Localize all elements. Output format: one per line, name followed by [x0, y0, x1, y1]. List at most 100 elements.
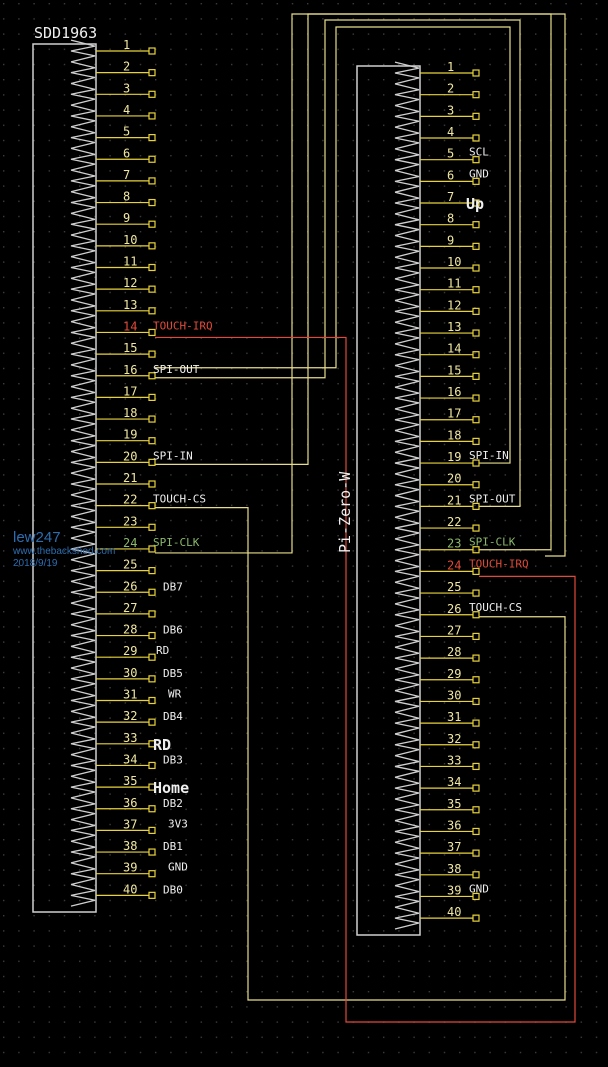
left-pin-9[interactable]: 9: [70, 211, 156, 236]
left-pin-4[interactable]: 4: [70, 103, 156, 128]
right-pin-36[interactable]: 36: [394, 818, 480, 843]
contact-symbol: [394, 863, 420, 887]
pin-number: 23: [447, 537, 461, 551]
left-pin-27[interactable]: 27: [70, 601, 156, 626]
left-pin-33[interactable]: 33: [70, 731, 156, 756]
left-pin-19[interactable]: 19: [70, 428, 156, 453]
pin-label: WR: [168, 688, 182, 701]
right-pin-2[interactable]: 2: [394, 82, 480, 107]
left-pin-13[interactable]: 13: [70, 298, 156, 323]
pin-pad: [148, 458, 156, 466]
right-pin-33[interactable]: 33: [394, 753, 480, 778]
left-pin-18[interactable]: 18: [70, 406, 156, 431]
right-pin-29[interactable]: 29: [394, 667, 480, 692]
right-pin-14[interactable]: 14: [394, 342, 480, 367]
left-pin-1[interactable]: 1: [70, 38, 156, 63]
right-pin-32[interactable]: 32: [394, 732, 480, 757]
pin-number: 22: [123, 493, 137, 507]
left-pin-25[interactable]: 25: [70, 558, 156, 583]
pin-pad: [148, 870, 156, 878]
right-pin-22[interactable]: 22: [394, 515, 480, 540]
left-pin-21[interactable]: 21: [70, 471, 156, 496]
contact-symbol: [70, 299, 96, 323]
right-pin-17[interactable]: 17: [394, 407, 480, 432]
left-pin-3[interactable]: 3: [70, 81, 156, 106]
right-pin-15[interactable]: 15: [394, 363, 480, 388]
pin-number: 5: [123, 125, 130, 139]
wire-spi-clk[interactable]: [155, 13, 552, 554]
left-pin-12[interactable]: 12: [70, 276, 156, 301]
right-pin-16[interactable]: 16: [394, 385, 480, 410]
right-pin-20[interactable]: 20: [394, 472, 480, 497]
left-pin-7[interactable]: 7: [70, 168, 156, 193]
left-pin-11[interactable]: 11: [70, 255, 156, 279]
contact-symbol: [70, 602, 96, 626]
right-pin-37[interactable]: 37: [394, 840, 480, 865]
wire-touch-cs[interactable]: [155, 507, 566, 1001]
right-pin-25[interactable]: 25: [394, 580, 480, 605]
left-pin-35[interactable]: 35: [70, 774, 156, 799]
pin-pad: [148, 610, 156, 618]
right-pin-13[interactable]: 13: [394, 320, 480, 345]
contact-symbol: [70, 82, 96, 106]
left-pin-8[interactable]: 8: [70, 190, 156, 215]
right-pin-38[interactable]: 38: [394, 862, 480, 887]
right-pin-11[interactable]: 11: [394, 277, 480, 302]
right-pin-28[interactable]: 28: [394, 645, 480, 670]
right-pin-27[interactable]: 27: [394, 623, 480, 648]
left-pin-17[interactable]: 17: [70, 384, 156, 409]
pin-number: 30: [123, 666, 137, 680]
right-pin-31[interactable]: 31: [394, 710, 480, 735]
right-pin-7[interactable]: 7: [394, 190, 480, 215]
right-pin-10[interactable]: 10: [394, 255, 480, 280]
right-pin-30[interactable]: 30: [394, 688, 480, 713]
wire-spi-in[interactable]: [155, 26, 511, 464]
left-pin-23[interactable]: 23: [70, 514, 156, 539]
right-pin-40[interactable]: 40: [394, 905, 480, 930]
right-pin-4[interactable]: 4: [394, 125, 480, 150]
right-pin-9[interactable]: 9: [394, 233, 480, 258]
left-pin-15[interactable]: 15: [70, 341, 156, 366]
left-pin-2[interactable]: 2: [70, 60, 156, 85]
contact-symbol: [70, 537, 96, 561]
left-pin-5[interactable]: 5: [70, 125, 156, 150]
wire-touch-irq[interactable]: [155, 336, 576, 1023]
pin-label: 3V3: [168, 817, 188, 830]
right-pin-34[interactable]: 34: [394, 775, 480, 800]
wire-spi-out[interactable]: [155, 19, 521, 507]
right-pin-12[interactable]: 12: [394, 298, 480, 323]
right-pin-8[interactable]: 8: [394, 212, 480, 237]
right-pin-1[interactable]: 1: [394, 60, 480, 85]
left-pin-6[interactable]: 6: [70, 146, 156, 171]
right-pin-18[interactable]: 18: [394, 428, 480, 453]
left-pin-10[interactable]: 10: [70, 233, 156, 258]
right-pin-35[interactable]: 35: [394, 797, 480, 822]
pin-label: DB1: [163, 840, 183, 853]
right-pin-3[interactable]: 3: [394, 103, 480, 128]
